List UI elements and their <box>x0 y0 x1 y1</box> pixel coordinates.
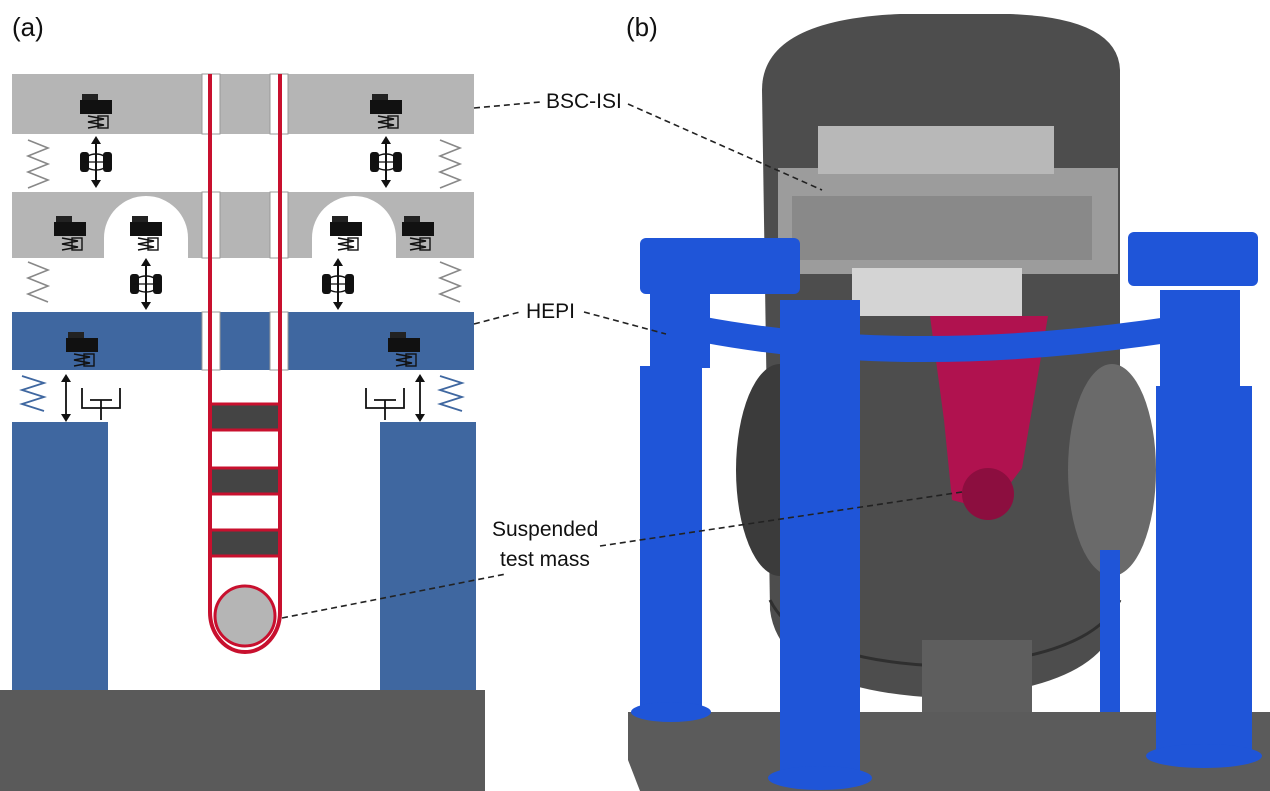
bsc-isi-render <box>778 126 1118 316</box>
test-mass-label-line1: Suspended <box>492 518 598 541</box>
hepi-pier-left <box>12 422 108 690</box>
rendering-panel: (b) <box>626 12 1270 791</box>
hepi-dampers <box>61 374 425 422</box>
bsc-isi-label: BSC-ISI <box>546 90 622 113</box>
callouts: BSC-ISI HEPI Suspended test mass <box>281 90 963 619</box>
bsc-isi-leader-left <box>473 101 541 109</box>
hepi-pier-right <box>380 422 476 690</box>
isi-springs-upper <box>25 139 463 303</box>
hepi-label: HEPI <box>526 300 575 323</box>
hepi-leader-right <box>583 311 667 335</box>
suspension-render <box>930 316 1048 520</box>
panel-b-label: (b) <box>626 12 658 42</box>
hepi-render <box>631 232 1262 790</box>
ground-block <box>0 690 485 791</box>
quad-suspension <box>208 74 282 654</box>
test-mass-schematic <box>213 584 277 648</box>
test-mass-leader-left <box>281 573 507 619</box>
hepi-springs <box>19 375 465 412</box>
panel-a-label: (a) <box>12 12 44 42</box>
hepi-leader-left <box>473 311 521 325</box>
schematic-panel: (a) <box>0 12 485 791</box>
bsc-isi-leader-right <box>627 103 823 191</box>
test-mass-label-line2: test mass <box>500 548 590 571</box>
test-mass-leader-right <box>599 491 963 547</box>
